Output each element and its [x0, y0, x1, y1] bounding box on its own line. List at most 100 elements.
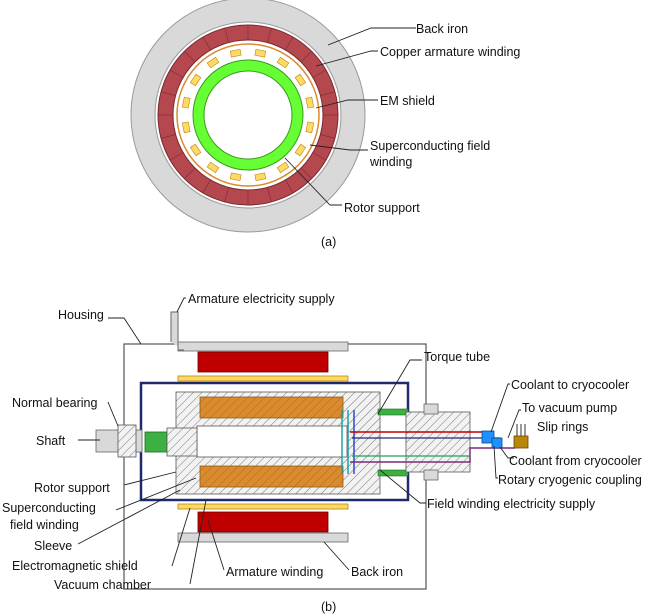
torque-tube-green-bottom: [377, 469, 409, 477]
armature-slot-line: [160, 91, 176, 96]
em-shield-top: [177, 375, 349, 382]
label-em-shield: Electromagnetic shield: [12, 559, 138, 573]
armature-slot-line: [224, 187, 229, 203]
armature-slot-lines: [158, 25, 338, 205]
torque-tube-green: [377, 408, 409, 416]
label-rotor-support: Rotor support: [34, 481, 110, 495]
em-shield-bottom: [177, 503, 349, 510]
armature-winding-bottom: [197, 511, 329, 533]
caption-a: (a): [321, 235, 336, 249]
sc-winding-block: [294, 73, 307, 87]
sc-field-winding-top: [199, 396, 344, 419]
armature-slot-line: [267, 187, 272, 203]
label-field-supply: Field winding electricity supply: [427, 497, 596, 511]
leader-coolant-to: [490, 383, 510, 433]
leader-normal-bearing: [107, 401, 119, 427]
leader-em-shield: [315, 99, 378, 109]
label-shaft: Shaft: [36, 434, 66, 448]
armature-slot-line: [202, 36, 211, 51]
shaft-hatched-left: [166, 427, 198, 457]
leader-rotor-support: [284, 157, 342, 206]
back-iron-top: [177, 341, 349, 352]
label-sc-field-1: Superconducting field: [370, 139, 490, 153]
longitudinal-section-diagram: Armature electricity supply Housing Torq…: [2, 292, 642, 614]
superconducting-blocks: [181, 48, 315, 182]
armature-slot-line: [160, 134, 176, 139]
armature-slot-line: [312, 152, 327, 161]
armature-slot-line: [184, 51, 196, 63]
leader-em-shield: [171, 507, 191, 567]
label-normal-bearing: Normal bearing: [12, 396, 98, 410]
leader-rotor-support: [123, 471, 177, 486]
armature-slot-line: [312, 69, 327, 78]
cross-section-diagram: Back iron Copper armature winding EM shi…: [130, 0, 520, 249]
sc-winding-block: [276, 56, 290, 69]
armature-slot-line: [224, 27, 229, 43]
leader-sc-field: [115, 477, 197, 511]
label-em-shield: EM shield: [380, 94, 435, 108]
label-rotary-coupling: Rotary cryogenic coupling: [498, 473, 642, 487]
sc-winding-block: [305, 96, 315, 109]
sc-winding-block: [189, 143, 202, 157]
armature-slot-line: [184, 167, 196, 179]
label-sc-field-2: field winding: [10, 518, 79, 532]
leader-coolant-from: [499, 446, 514, 459]
sc-winding-block: [305, 121, 315, 134]
armature-slot-line: [169, 69, 184, 78]
label-copper-armature: Copper armature winding: [380, 45, 520, 59]
bearing-left: [117, 424, 137, 458]
sc-winding-block: [229, 172, 242, 182]
sc-winding-block: [276, 161, 290, 174]
sc-winding-block: [294, 143, 307, 157]
leader-copper-armature: [315, 50, 378, 67]
armature-slot-line: [267, 27, 272, 43]
label-sc-field-1: Superconducting: [2, 501, 96, 515]
label-armature-supply: Armature electricity supply: [188, 292, 335, 306]
sc-winding-block: [206, 161, 220, 174]
label-rotor-support: Rotor support: [344, 201, 420, 215]
bearing-right-bottom: [423, 469, 439, 481]
rotor-support-inner: [203, 70, 293, 160]
back-iron-bottom: [177, 532, 349, 543]
label-torque-tube: Torque tube: [424, 350, 490, 364]
label-armature-winding: Armature winding: [226, 565, 323, 579]
leader-rotary-coupling: [493, 445, 498, 479]
leader-armature-winding: [207, 519, 225, 571]
shaft-right-hatch: [405, 411, 471, 473]
armature-slot-line: [285, 179, 294, 194]
armature-supply-wire: [170, 311, 184, 351]
armature-slot-line: [300, 51, 312, 63]
rotor-inner-bore: [196, 425, 348, 458]
label-coolant-from: Coolant from cryocooler: [509, 454, 642, 468]
armature-slot-line: [202, 179, 211, 194]
armature-slot-line: [300, 167, 312, 179]
label-coolant-to: Coolant to cryocooler: [511, 378, 629, 392]
leader-back-iron: [327, 27, 416, 46]
sc-winding-block: [181, 96, 191, 109]
leader-vacuum-chamber: [189, 499, 207, 585]
sc-winding-block: [254, 172, 267, 182]
leader-housing: [108, 317, 142, 345]
label-back-iron: Back iron: [416, 22, 468, 36]
label-vacuum-chamber: Vacuum chamber: [54, 578, 151, 592]
label-back-iron: Back iron: [351, 565, 403, 579]
armature-slot-line: [285, 36, 294, 51]
sc-winding-block: [206, 56, 220, 69]
leader-armature-supply: [176, 297, 186, 313]
leader-back-iron: [323, 541, 350, 571]
slip-rings: [513, 435, 529, 449]
caption-b: (b): [321, 600, 336, 614]
leader-vacuum-pump: [507, 409, 521, 439]
armature-slot-line: [320, 91, 336, 96]
leader-torque-tube: [377, 359, 422, 415]
rotary-coupling-2: [491, 437, 503, 449]
armature-slot-line: [169, 152, 184, 161]
label-sc-field-2: winding: [369, 155, 412, 169]
sc-field-winding-bottom: [199, 465, 344, 488]
leader-sc-field: [309, 144, 368, 151]
coupling-green: [144, 431, 168, 453]
sc-winding-block: [189, 73, 202, 87]
label-vacuum-pump: To vacuum pump: [522, 401, 617, 415]
